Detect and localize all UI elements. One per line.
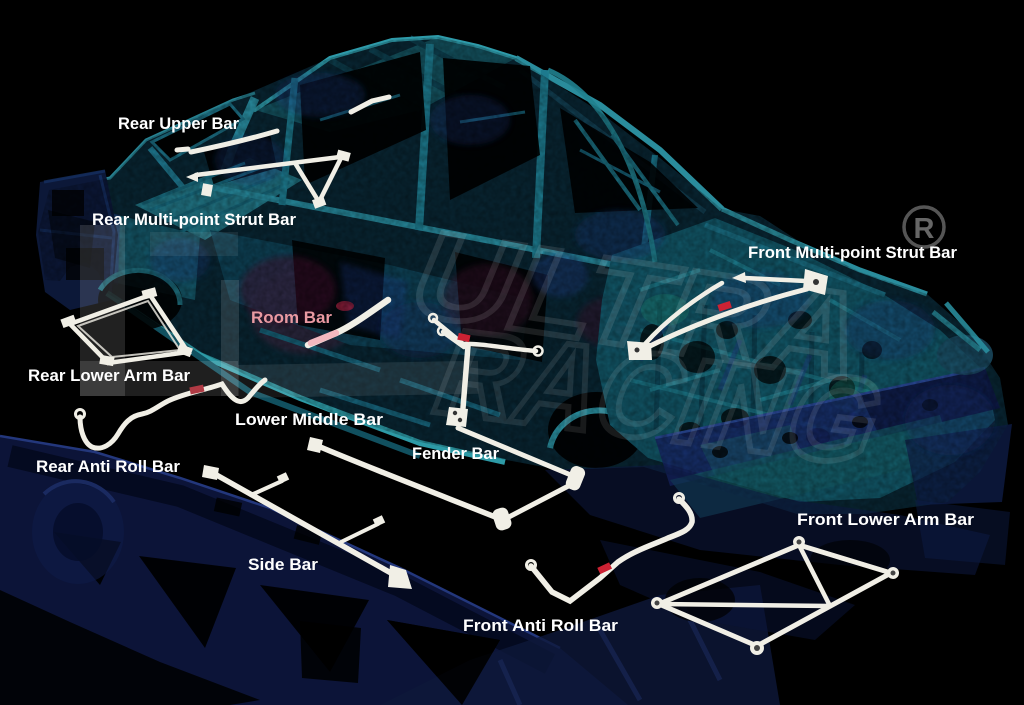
svg-text:Fender Bar: Fender Bar [412,444,499,463]
svg-text:Rear Multi-point Strut Bar: Rear Multi-point Strut Bar [92,210,296,229]
svg-text:Lower Middle Bar: Lower Middle Bar [235,410,383,429]
svg-text:Rear Lower Arm Bar: Rear Lower Arm Bar [28,366,190,385]
svg-text:Rear Anti Roll Bar: Rear Anti Roll Bar [36,457,180,476]
svg-text:R: R [914,213,935,245]
svg-text:Front Lower Arm Bar: Front Lower Arm Bar [797,510,974,529]
svg-text:Room Bar: Room Bar [251,308,332,327]
svg-text:Front Anti Roll Bar: Front Anti Roll Bar [463,616,618,635]
svg-text:Front Multi-point Strut Bar: Front Multi-point Strut Bar [748,243,957,262]
svg-text:Side Bar: Side Bar [248,555,318,574]
svg-text:Rear Upper Bar: Rear Upper Bar [118,114,239,133]
